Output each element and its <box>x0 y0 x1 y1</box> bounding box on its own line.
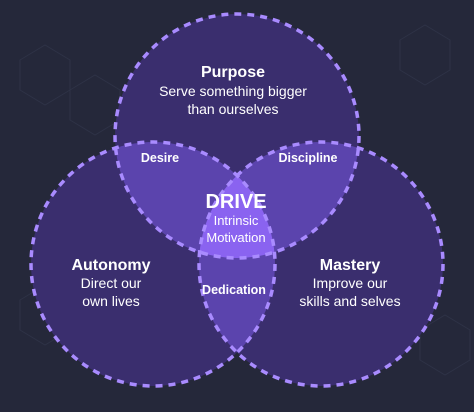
circle-mastery-outline <box>197 140 445 388</box>
overlap-label-discipline: Discipline <box>278 151 337 165</box>
overlap-label-desire: Desire <box>141 151 179 165</box>
autonomy-title: Autonomy <box>71 257 150 274</box>
center-line1: Intrinsic <box>214 213 259 228</box>
overlap-label-dedication: Dedication <box>202 283 266 297</box>
mastery-line1: Improve our <box>313 275 388 291</box>
purpose-line2: than ourselves <box>187 101 278 117</box>
center-line2: Motivation <box>206 230 265 245</box>
autonomy-line2: own lives <box>82 293 140 309</box>
autonomy-line1: Direct our <box>81 275 142 291</box>
mastery-line2: skills and selves <box>299 293 400 309</box>
mastery-title: Mastery <box>320 257 381 274</box>
center-title: DRIVE <box>205 191 266 213</box>
purpose-line1: Serve something bigger <box>159 83 307 99</box>
circle-purpose-outline <box>113 12 361 260</box>
circle-autonomy-outline <box>29 140 277 388</box>
purpose-title: Purpose <box>201 64 265 81</box>
